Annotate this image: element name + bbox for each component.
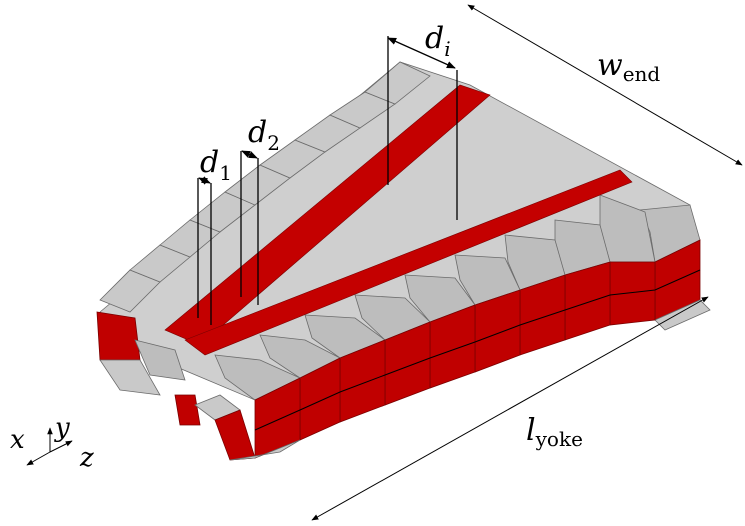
axis-label-x: x xyxy=(10,425,25,455)
label-di: di xyxy=(425,21,451,61)
coil-stripe-outer xyxy=(184,169,633,356)
z-axis-arrow xyxy=(49,440,73,453)
label-d1: d1 xyxy=(200,145,232,185)
axes-triad: x y z xyxy=(10,413,94,473)
dimension-d2 xyxy=(240,150,259,305)
front-base xyxy=(229,439,301,461)
label-lyoke: lyoke xyxy=(526,413,583,451)
axis-label-z: z xyxy=(79,443,94,473)
yoke-body xyxy=(96,61,711,461)
front-groove xyxy=(134,339,186,381)
x-axis-arrow xyxy=(26,451,51,466)
dimension-di xyxy=(387,36,458,220)
axis-label-y: y xyxy=(54,413,70,443)
front-slot-left xyxy=(99,359,161,396)
dimension-wend xyxy=(467,4,743,166)
front-coil-right xyxy=(214,409,256,461)
dimension-lyoke xyxy=(311,296,709,521)
front-coil-left xyxy=(96,311,141,361)
label-d2: d2 xyxy=(248,115,280,155)
label-wend: wend xyxy=(597,48,660,86)
front-coil-center xyxy=(174,394,201,426)
dimension-d1 xyxy=(197,176,212,325)
